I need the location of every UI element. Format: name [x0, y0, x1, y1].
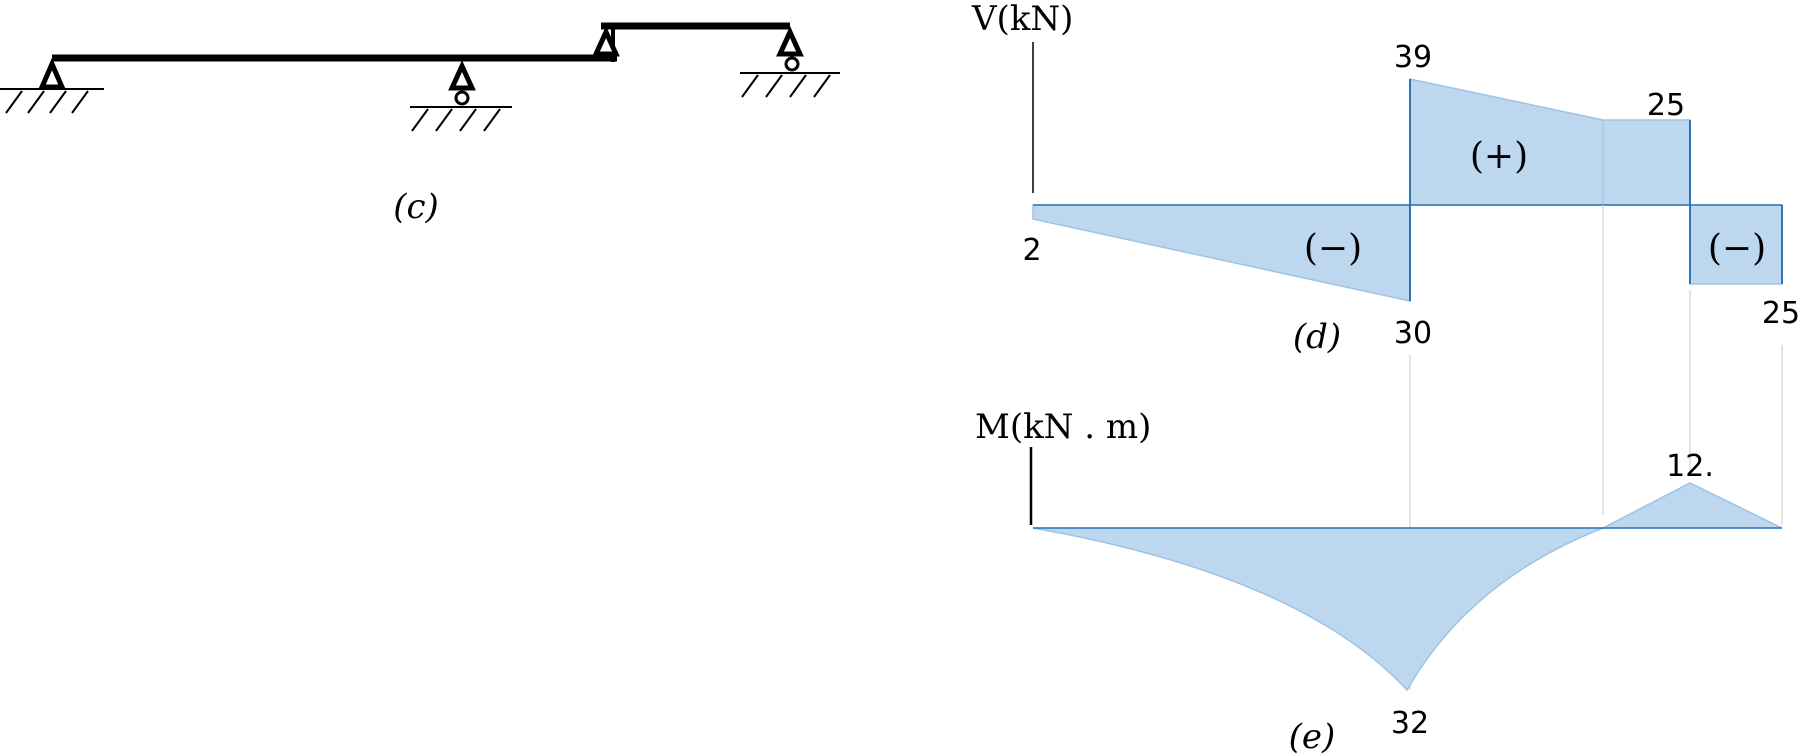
shear-region-label-neg-right: (−): [1708, 228, 1766, 269]
shear-region-label-pos: (+): [1470, 136, 1528, 177]
moment-axis-label: M(kN . m): [975, 407, 1151, 447]
roller-support-middle: [410, 59, 512, 132]
guide-lines: [1409, 205, 1783, 690]
moment-region-positive: [1602, 482, 1783, 529]
shear-label-step: 25: [1647, 88, 1685, 123]
moment-region-negative: [1032, 527, 1604, 692]
moment-label-max: 12.: [1666, 449, 1714, 484]
shear-caption: (d): [1293, 317, 1341, 357]
beam-caption: (c): [393, 187, 439, 227]
beam-figure: (c): [0, 22, 840, 227]
shear-label-end-neg: 25: [1762, 296, 1800, 331]
shear-diagram: V(kN) 2 39 25 30 25 (−) (+) (−) (d): [971, 0, 1800, 357]
moment-caption: (e): [1289, 717, 1336, 756]
moment-label-min: 32: [1391, 706, 1429, 741]
roller-support-right: [740, 25, 840, 98]
shear-axis-label: V(kN): [971, 0, 1073, 39]
moment-diagram: M(kN . m) 32 12. (e): [975, 407, 1783, 756]
pin-support-hinge: [592, 25, 620, 57]
shear-label-peak-neg: 30: [1394, 316, 1432, 351]
shear-label-peak-pos: 39: [1394, 40, 1432, 75]
shear-label-start: 2: [1022, 233, 1041, 268]
pin-support-left: [0, 57, 104, 114]
shear-region-label-neg-left: (−): [1304, 228, 1362, 269]
